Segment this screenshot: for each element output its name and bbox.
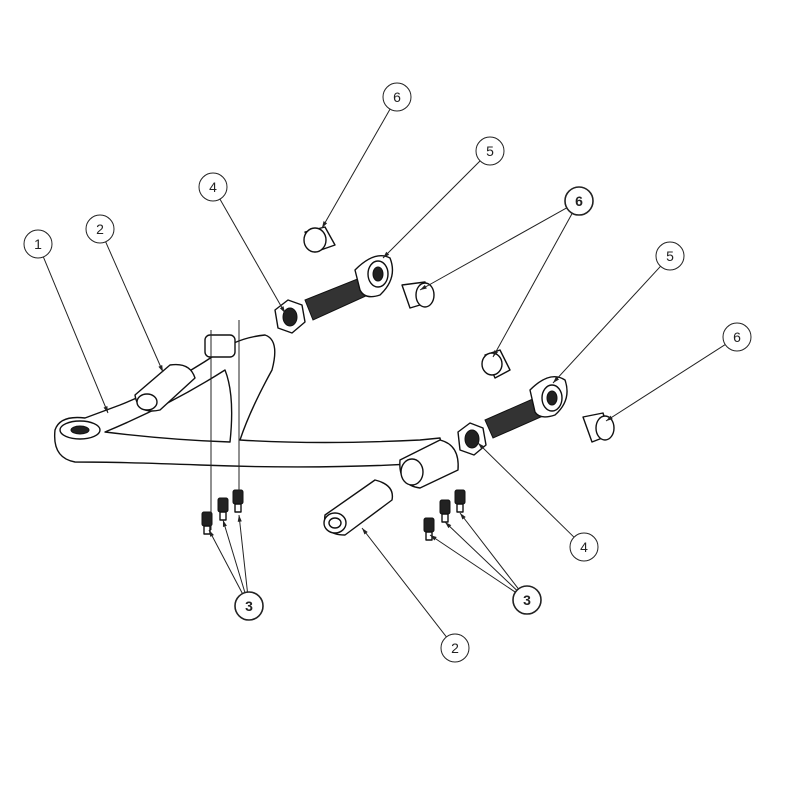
bolt-head	[454, 489, 466, 505]
a-arm-part	[53, 334, 446, 468]
bolt-head	[423, 517, 435, 533]
arrowhead	[430, 535, 437, 541]
callout-balloon	[564, 186, 594, 216]
callout-balloon	[234, 591, 264, 621]
arrowhead	[103, 406, 108, 413]
callout-3: 3	[208, 514, 264, 621]
callout-balloon	[382, 82, 412, 112]
rod-end-part	[304, 255, 568, 439]
bushing-part	[323, 479, 394, 536]
leader-line	[459, 512, 519, 590]
leader-line	[492, 213, 573, 358]
spacer-part	[303, 226, 615, 443]
jam-nut-part	[274, 299, 487, 456]
callout-number: 6	[393, 89, 401, 105]
callout-number: 2	[451, 640, 459, 656]
callout-number: 2	[96, 221, 104, 237]
bolt-shank	[441, 513, 449, 523]
callout-number: 1	[34, 236, 42, 252]
bolt-head	[217, 497, 229, 513]
callout-6: 6	[321, 82, 412, 229]
callout-balloon	[722, 322, 752, 352]
arrowhead	[606, 415, 613, 421]
leader-line	[552, 265, 661, 384]
callout-2: 2	[361, 527, 470, 663]
leader-line	[477, 442, 575, 538]
arrowhead	[493, 350, 499, 357]
leader-line	[42, 256, 109, 414]
callout-balloon	[569, 532, 599, 562]
bolt-head	[439, 499, 451, 515]
callout-number: 5	[486, 143, 494, 159]
callout-number: 4	[580, 539, 588, 555]
leader-line	[208, 529, 243, 594]
arrowhead	[553, 376, 560, 383]
callout-number: 5	[666, 248, 674, 264]
callout-6: 6	[605, 322, 752, 422]
arrowhead	[445, 522, 452, 529]
callout-balloon	[23, 229, 53, 259]
leader-line	[361, 527, 447, 638]
arrowhead	[279, 306, 285, 313]
callout-number: 4	[209, 179, 217, 195]
callout-5: 5	[382, 136, 505, 259]
callout-number: 6	[575, 193, 583, 209]
leader-line	[419, 207, 568, 291]
callout-balloon	[440, 633, 470, 663]
bolt-shank	[203, 525, 211, 535]
leader-line	[222, 519, 246, 593]
callout-1: 1	[23, 229, 109, 414]
clamp-block-part	[399, 439, 459, 489]
callout-number: 3	[523, 592, 531, 608]
leader-line	[238, 514, 248, 593]
leader-line	[105, 241, 164, 373]
callout-number: 3	[245, 598, 253, 614]
callout-balloon	[475, 136, 505, 166]
arrowhead	[322, 221, 328, 228]
arrowhead	[383, 251, 390, 258]
leader-line	[429, 534, 516, 593]
bolt-shank	[219, 511, 227, 521]
callout-balloon	[198, 172, 228, 202]
bolt-head	[232, 489, 244, 505]
arrowhead	[237, 515, 242, 522]
leader-line	[219, 198, 286, 314]
bolts-group	[201, 489, 466, 541]
arrowhead	[478, 443, 485, 450]
leader-line	[321, 108, 391, 229]
callout-2: 2	[85, 214, 164, 373]
arrowhead	[209, 530, 214, 537]
callout-balloon	[655, 241, 685, 271]
bolt-shank	[456, 503, 464, 513]
arrowhead	[460, 513, 466, 520]
arrowhead	[222, 520, 227, 527]
bolt-shank	[234, 503, 242, 513]
arrowhead	[362, 528, 368, 535]
leader-line	[605, 344, 726, 422]
bushing-part	[134, 363, 196, 412]
callout-4: 4	[198, 172, 286, 314]
callout-3: 3	[429, 512, 542, 615]
arrowhead	[420, 284, 427, 290]
callout-4: 4	[477, 442, 599, 562]
callouts-group: 6 5 4 6 1 2 5 6 4 3 3 2	[23, 82, 752, 663]
callout-number: 6	[733, 329, 741, 345]
leader-line	[382, 160, 481, 259]
callout-balloon	[512, 585, 542, 615]
callout-6: 6	[419, 186, 594, 358]
callout-5: 5	[552, 241, 685, 384]
arrowhead	[158, 365, 163, 372]
callout-balloon	[85, 214, 115, 244]
leader-line	[444, 521, 518, 591]
